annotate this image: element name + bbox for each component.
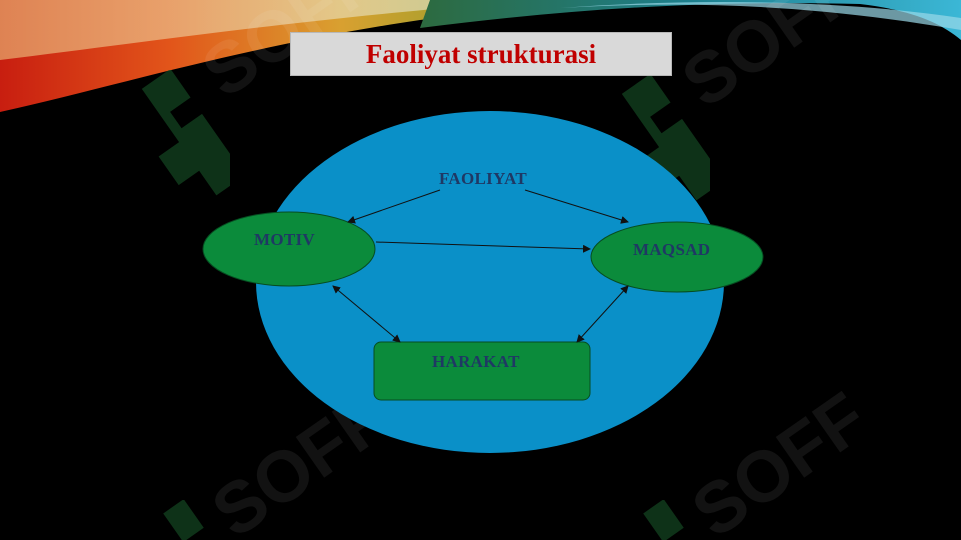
faoliyat-label: FAOLIYAT bbox=[439, 169, 528, 188]
arrow-faoliyat-to-maqsad bbox=[524, 189, 629, 224]
watermark-logo-icon bbox=[643, 500, 684, 540]
harakat-label: HARAKAT bbox=[432, 352, 520, 371]
arrow-motiv-to-maqsad bbox=[375, 241, 591, 253]
maqsad-node bbox=[590, 221, 764, 293]
arrow-harakat-maqsad bbox=[576, 285, 629, 343]
arrow-motiv-harakat bbox=[332, 285, 401, 343]
harakat-node bbox=[373, 341, 591, 401]
title-box: Faoliyat strukturasi bbox=[290, 32, 672, 76]
arrow-faoliyat-to-motiv bbox=[347, 189, 441, 224]
maqsad-label: MAQSAD bbox=[633, 240, 711, 259]
watermark-logo-icon bbox=[141, 70, 230, 196]
slide-title: Faoliyat strukturasi bbox=[365, 38, 597, 69]
activity-ellipse bbox=[256, 111, 724, 453]
watermark-logo-icon bbox=[163, 500, 204, 540]
motiv-node bbox=[202, 211, 376, 287]
motiv-label: MOTIV bbox=[254, 230, 315, 249]
